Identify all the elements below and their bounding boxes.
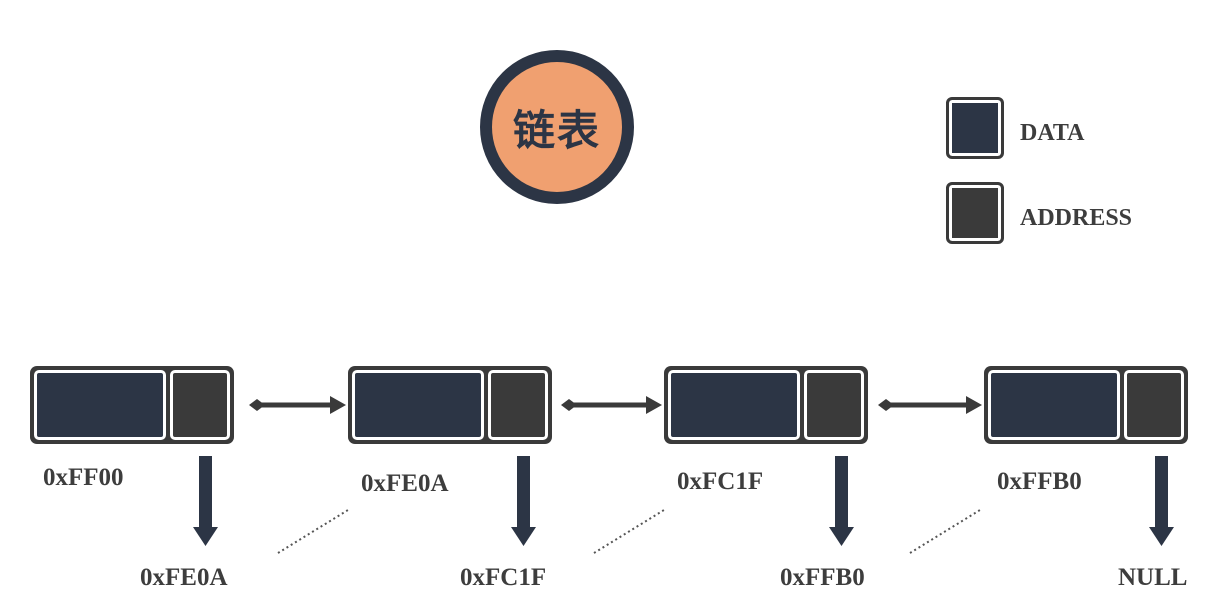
list-node-4 <box>984 366 1188 444</box>
arrow-down-icon <box>193 527 218 546</box>
down-arrow-1 <box>193 456 218 546</box>
dotted-link-1 <box>277 509 349 554</box>
link-arrow-3 <box>878 396 982 414</box>
data-cell <box>352 370 484 440</box>
node-address-label: 0xFFB0 <box>997 468 1082 495</box>
dotted-link-3 <box>909 509 981 554</box>
address-cell <box>804 370 864 440</box>
legend-label-data: DATA <box>1020 120 1085 146</box>
link-arrow-2 <box>561 396 662 414</box>
node-address-label: 0xFE0A <box>361 470 449 497</box>
node-address-label: 0xFF00 <box>43 464 124 491</box>
next-pointer-label: NULL <box>1118 564 1188 591</box>
arrowhead-icon <box>330 396 346 414</box>
data-cell <box>34 370 166 440</box>
data-cell <box>668 370 800 440</box>
address-cell <box>488 370 548 440</box>
list-node-2 <box>348 366 552 444</box>
arrowhead-icon <box>966 396 982 414</box>
diagram-title: 链表 <box>512 105 601 155</box>
arrow-down-icon <box>1149 527 1174 546</box>
list-node-3 <box>664 366 868 444</box>
address-cell <box>170 370 230 440</box>
next-pointer-label: 0xFC1F <box>460 564 547 591</box>
legend-swatch-address <box>946 182 1004 244</box>
legend-swatch-data <box>946 97 1004 159</box>
arrow-down-icon <box>511 527 536 546</box>
down-arrow-2 <box>511 456 536 546</box>
list-node-1 <box>30 366 234 444</box>
dotted-link-2 <box>593 509 665 554</box>
legend-label-address: ADDRESS <box>1020 205 1133 231</box>
node-address-label: 0xFC1F <box>677 468 764 495</box>
next-pointer-label: 0xFFB0 <box>780 564 865 591</box>
data-cell <box>988 370 1120 440</box>
address-cell <box>1124 370 1184 440</box>
down-arrow-4 <box>1149 456 1174 546</box>
arrow-down-icon <box>829 527 854 546</box>
arrowhead-icon <box>646 396 662 414</box>
link-arrow-1 <box>249 396 346 414</box>
down-arrow-3 <box>829 456 854 546</box>
next-pointer-label: 0xFE0A <box>140 564 228 591</box>
